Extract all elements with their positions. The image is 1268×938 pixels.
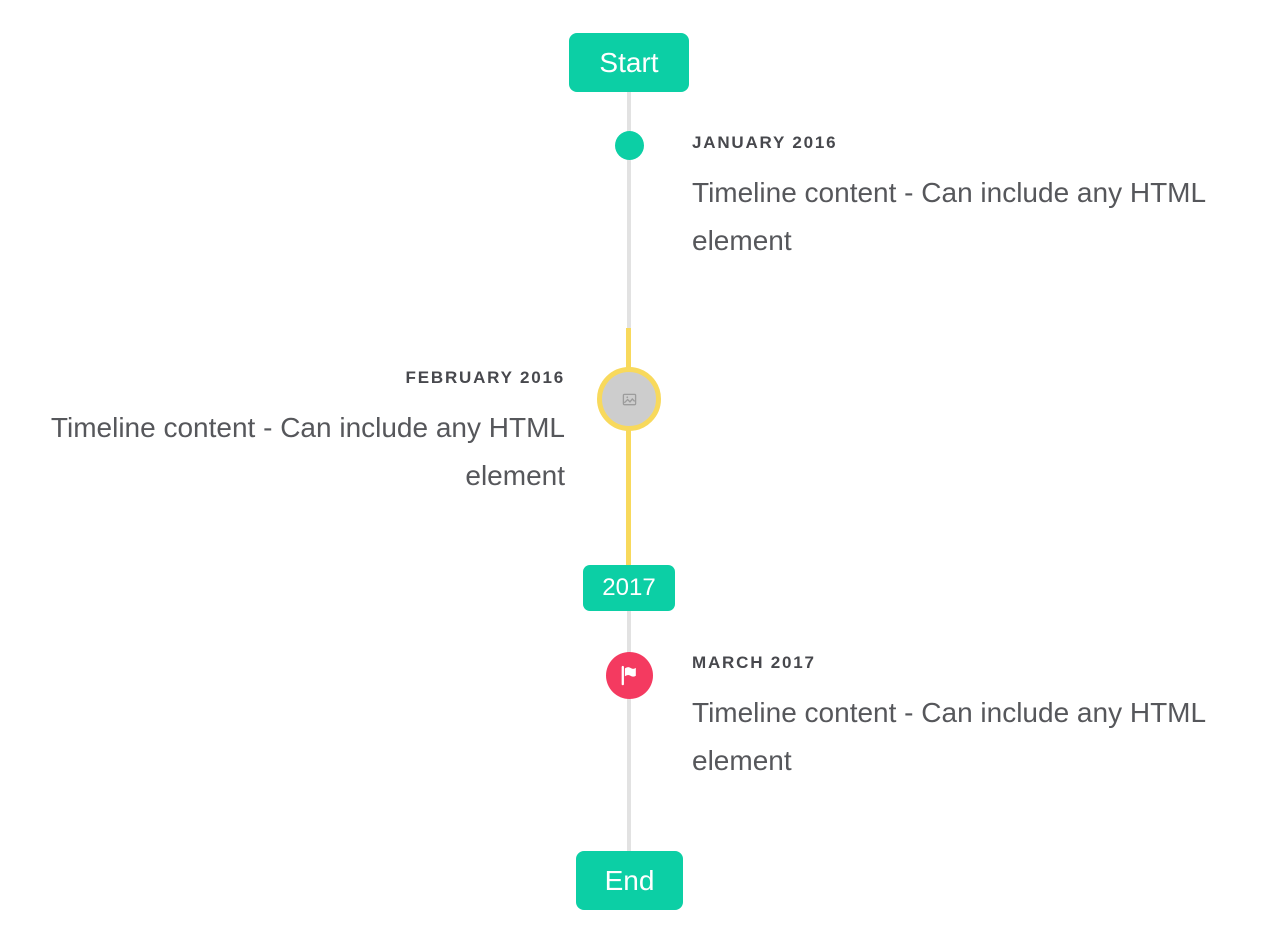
flag-icon bbox=[621, 665, 636, 686]
timeline-item-march: MARCH 2017 Timeline content - Can includ… bbox=[692, 653, 1219, 785]
timeline-line-highlight bbox=[626, 328, 631, 565]
item-content-february: Timeline content - Can include any HTML … bbox=[50, 412, 565, 491]
february-marker-circle[interactable] bbox=[597, 367, 661, 431]
item-date-march: MARCH 2017 bbox=[692, 653, 816, 672]
year-badge-2017[interactable]: 2017 bbox=[583, 565, 675, 611]
end-button[interactable]: End bbox=[576, 851, 683, 910]
item-date-february: FEBRUARY 2016 bbox=[405, 368, 565, 387]
end-button-label: End bbox=[604, 864, 655, 896]
start-button-label: Start bbox=[599, 46, 659, 78]
january-marker-dot[interactable] bbox=[615, 131, 644, 160]
year-badge-label: 2017 bbox=[602, 574, 656, 601]
timeline-item-february: FEBRUARY 2016 Timeline content - Can inc… bbox=[38, 368, 565, 500]
march-marker-circle[interactable] bbox=[606, 652, 653, 699]
broken-image-icon bbox=[622, 393, 636, 405]
start-button[interactable]: Start bbox=[569, 33, 689, 92]
item-content-january: Timeline content - Can include any HTML … bbox=[692, 177, 1206, 256]
item-content-march: Timeline content - Can include any HTML … bbox=[692, 697, 1206, 776]
item-date-january: JANUARY 2016 bbox=[692, 133, 838, 152]
timeline-item-january: JANUARY 2016 Timeline content - Can incl… bbox=[692, 133, 1219, 265]
